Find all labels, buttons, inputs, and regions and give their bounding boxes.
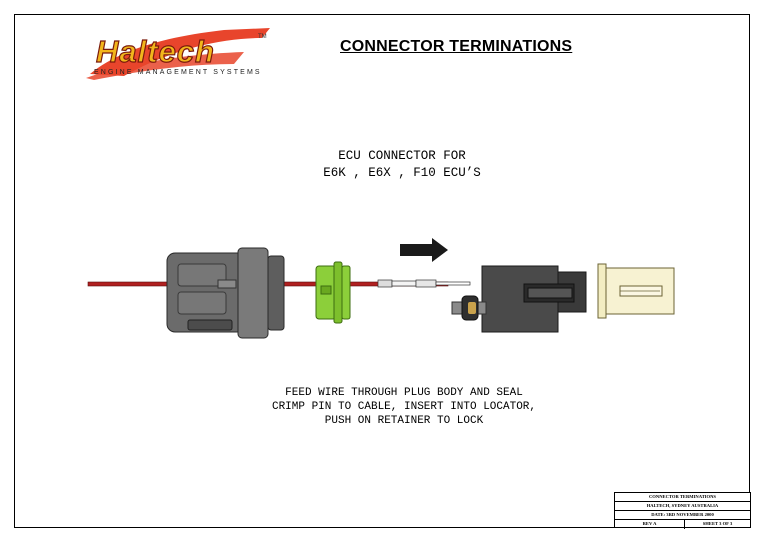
subtitle-line-1: ECU CONNECTOR FOR: [338, 149, 466, 163]
assembly-instructions: FEED WIRE THROUGH PLUG BODY AND SEAL CRI…: [204, 386, 604, 428]
connector-exploded-diagram: [87, 238, 675, 339]
retainer: [597, 263, 675, 319]
page-title: CONNECTOR TERMINATIONS: [340, 38, 573, 55]
title-block-date: DATE: 3RD NOVEMBER 2000: [615, 511, 750, 520]
direction-arrow: [400, 238, 448, 262]
locator: [451, 265, 587, 333]
title-block: CONNECTOR TERMINATIONS HALTECH, SYDNEY A…: [614, 492, 751, 529]
plug-body: [166, 247, 285, 339]
instruction-line-2: CRIMP PIN TO CABLE, INSERT INTO LOCATOR,: [271, 401, 537, 413]
svg-text:ENGINE MANAGEMENT SYSTEMS: ENGINE MANAGEMENT SYSTEMS: [94, 69, 262, 76]
instruction-line-1: FEED WIRE THROUGH PLUG BODY AND SEAL: [285, 387, 523, 399]
crimp-pin: [377, 279, 471, 288]
title-block-sheet: SHEET 3 OF 3: [702, 521, 733, 526]
svg-text:Haltech: Haltech: [96, 34, 215, 69]
title-block-revision: REV A: [615, 520, 685, 529]
instruction-line-3: PUSH ON RETAINER TO LOCK: [324, 415, 484, 427]
title-block-title: CONNECTOR TERMINATIONS: [615, 493, 750, 502]
title-block-company: HALTECH, SYDNEY AUSTRALIA: [615, 502, 750, 511]
green-seal: [315, 261, 351, 324]
diagram-subtitle: ECU CONNECTOR FOR E6K , E6X , F10 ECU’S: [252, 148, 552, 182]
title-block-footer-row: REV A SHEET 3 OF 3: [615, 520, 750, 529]
subtitle-line-2: E6K , E6X , F10 ECU’S: [323, 166, 481, 180]
haltech-logo: Haltech TM ENGINE MANAGEMENT SYSTEMS: [86, 28, 270, 80]
svg-text:TM: TM: [258, 34, 267, 40]
